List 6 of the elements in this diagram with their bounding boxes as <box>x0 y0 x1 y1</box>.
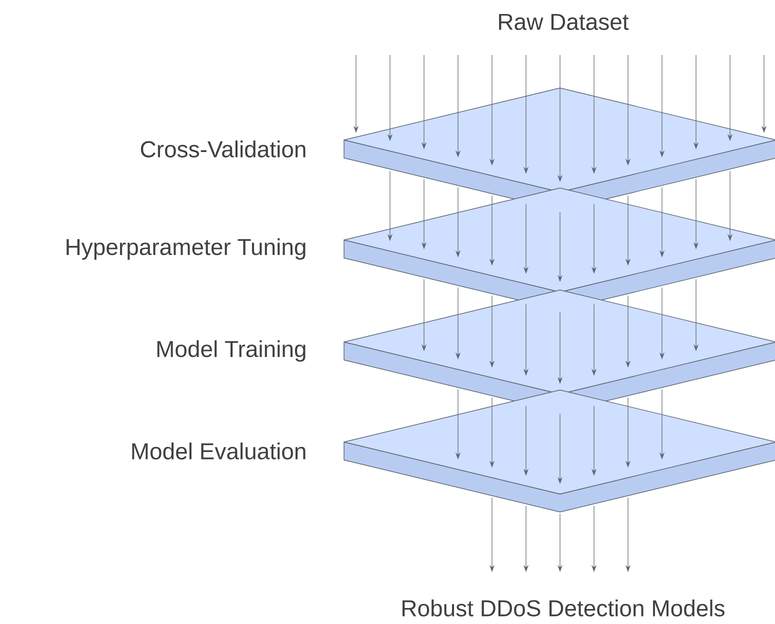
layer-label: Model Training <box>157 340 306 362</box>
layer-label: Cross-Validation <box>140 140 306 158</box>
layer-label: Model Evaluation <box>132 442 306 460</box>
layer-label: Hyperparameter Tuning <box>66 238 306 260</box>
stage-label: Robust DDoS Detection Models <box>402 600 724 616</box>
stage-label: Raw Dataset <box>499 14 629 30</box>
